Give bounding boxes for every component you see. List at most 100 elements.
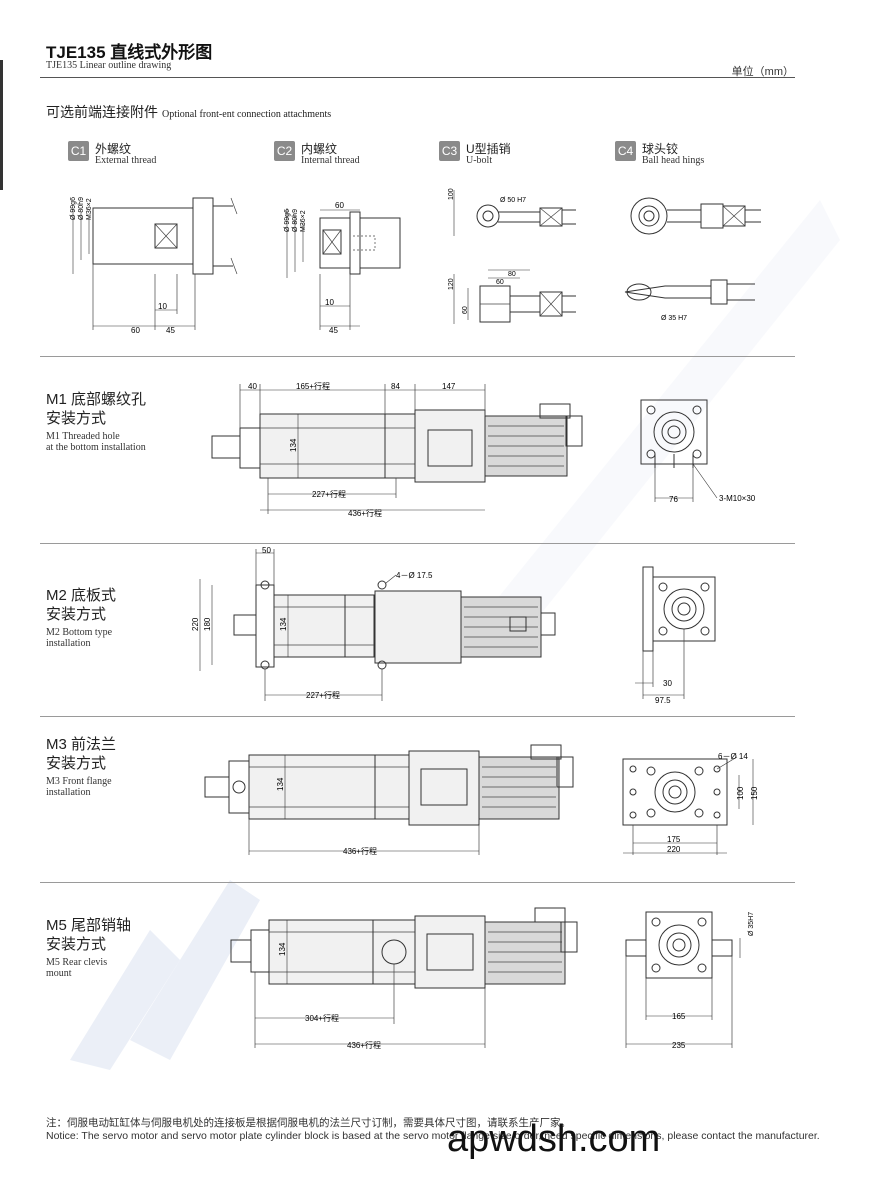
c3-dim-120: 120 xyxy=(448,278,455,290)
c1-dia2: Ø 80h9 xyxy=(78,197,85,220)
m1-dim-227: 227+行程 xyxy=(312,489,346,499)
note-cn: 注：伺服电动缸缸体与伺服电机处的连接板是根据伺服电机的法兰尺寸订制，需要具体尺寸… xyxy=(46,1117,571,1129)
m1-subtitle-line2: at the bottom installation xyxy=(46,442,146,453)
c3-eye xyxy=(476,204,500,228)
m3-title: M3 前法兰 安装方式 xyxy=(46,735,116,773)
m3-title-line1: M3 前法兰 xyxy=(46,736,117,753)
m5-title: M5 尾部销轴 安装方式 xyxy=(46,916,131,954)
c3-dim-100: 100 xyxy=(448,188,455,200)
c2-dim-45: 45 xyxy=(329,326,338,335)
m5-pin-left xyxy=(625,939,647,957)
m3-dim-150: 150 xyxy=(750,786,759,800)
c3-hole: Ø 50 H7 xyxy=(500,197,526,204)
c1-name-cn: 外螺纹 xyxy=(95,142,132,156)
m3-plate xyxy=(408,750,480,826)
site-watermark: apwdsh.com xyxy=(447,1118,661,1160)
c1-nut xyxy=(154,223,178,249)
m5-dim-235: 235 xyxy=(672,1041,686,1050)
c4-name-cn: 球头铰 xyxy=(642,142,679,156)
m2-rod xyxy=(233,614,257,636)
c3-dim-80: 80 xyxy=(508,271,516,278)
m1-subtitle: M1 Threaded hole at the bottom installat… xyxy=(46,431,146,453)
m1-title: M1 底部螺纹孔 安装方式 xyxy=(46,390,146,428)
m5-subtitle-line2: mount xyxy=(46,968,72,979)
c1-flange xyxy=(192,197,214,275)
attachment-c4: C4 球头铰 Ball head hings xyxy=(615,141,704,166)
m2-subtitle: M2 Bottom type installation xyxy=(46,627,112,649)
c2-dim-10: 10 xyxy=(325,298,334,307)
m1-title-line2: 安装方式 xyxy=(46,410,107,427)
m2-dim-50: 50 xyxy=(262,546,271,555)
m3-dim-220: 220 xyxy=(667,845,681,854)
c2-name-en: Internal thread xyxy=(301,155,360,166)
m1-dim-134: 134 xyxy=(289,438,298,452)
m5-title-line1: M5 尾部销轴 xyxy=(46,917,132,934)
m3-cylinder xyxy=(248,754,410,820)
attachments-heading-cn: 可选前端连接附件 xyxy=(46,104,158,120)
page-title: TJE135 直线式外形图 xyxy=(46,43,213,62)
m5-end-flange xyxy=(645,911,713,979)
m3-dim-436: 436+行程 xyxy=(343,846,377,856)
m3-dim-175: 175 xyxy=(667,835,681,844)
c4-drawing: Ø 35 H7 xyxy=(624,197,761,322)
attachment-c1: C1 外螺纹 External thread xyxy=(68,141,156,166)
m1-dim-40: 40 xyxy=(248,382,257,391)
c1-name-en: External thread xyxy=(95,155,157,166)
m5-end-view: Ø 35H7 165 235 xyxy=(625,911,755,1050)
c2-dia1: Ø 99g6 xyxy=(284,209,291,232)
m1-dim-76: 76 xyxy=(669,495,678,504)
c1-thread: M36×2 xyxy=(86,198,93,220)
m5-cylinder xyxy=(268,919,416,985)
m1-connector xyxy=(539,403,571,419)
attachment-c2: C2 内螺纹 Internal thread xyxy=(274,141,360,166)
m2-dim-220: 220 xyxy=(191,617,200,631)
m5-subtitle-line1: M5 Rear clevis xyxy=(46,957,108,968)
m2-title: M2 底板式 安装方式 xyxy=(46,586,116,624)
m2-end-view: 30 97.5 xyxy=(635,566,716,705)
m1-thread-note: 3-M10×30 xyxy=(719,494,756,503)
m2-base-plate xyxy=(642,566,654,652)
m5-dim-304: 304+行程 xyxy=(305,1013,339,1023)
c3-name-cn: U型插销 xyxy=(466,142,511,156)
m2-drawing: 50 4－Ø 17.5 220 180 134 227+行程 xyxy=(191,546,556,701)
m1-dim-436: 436+行程 xyxy=(348,508,382,518)
m2-subtitle-line1: M2 Bottom type xyxy=(46,627,113,638)
c3-dim-60h: 60 xyxy=(462,306,469,314)
badge-c4: C4 xyxy=(615,141,636,161)
m3-title-line2: 安装方式 xyxy=(46,755,107,772)
m3-rod xyxy=(204,776,230,798)
m2-dim-134: 134 xyxy=(279,617,288,631)
note-en: Notice: The servo motor and servo motor … xyxy=(46,1130,820,1142)
m2-title-line1: M2 底板式 xyxy=(46,587,117,604)
c2-nut xyxy=(322,229,342,255)
m3-end-flange xyxy=(622,758,728,826)
header-rule xyxy=(40,77,795,78)
c2-drawing: Ø 99g6 Ø 80h9 M36×2 60 10 45 xyxy=(284,201,401,335)
m5-rod xyxy=(230,939,252,963)
left-edge-bar xyxy=(0,60,3,190)
m2-front-plate xyxy=(255,584,275,668)
m2-dim-30: 30 xyxy=(663,679,672,688)
m5-subtitle: M5 Rear clevis mount xyxy=(46,957,107,979)
c2-dim-60: 60 xyxy=(335,201,344,210)
m1-dim-147: 147 xyxy=(442,382,456,391)
separator-2 xyxy=(40,543,795,544)
separator-1 xyxy=(40,356,795,357)
c2-dia2: Ø 80h9 xyxy=(292,209,299,232)
m1-subtitle-line1: M1 Threaded hole xyxy=(46,431,120,442)
m5-dim-134: 134 xyxy=(278,942,287,956)
m3-end-view: 6－Ø 14 100 150 175 220 xyxy=(622,752,759,855)
c1-rod xyxy=(92,207,194,265)
c1-dia1: Ø 99g6 xyxy=(70,197,77,220)
c3-name-en: U-bolt xyxy=(466,155,493,166)
unit-label: 单位（mm） xyxy=(731,66,794,78)
m3-connector xyxy=(530,744,562,760)
m1-dim-84: 84 xyxy=(391,382,400,391)
badge-c2: C2 xyxy=(274,141,295,161)
m5-title-line2: 安装方式 xyxy=(46,936,107,953)
c3-drawing: 100 Ø 50 H7 80 60 120 60 xyxy=(448,188,576,324)
m3-motor xyxy=(478,756,560,820)
m3-drawing: 134 436+行程 xyxy=(204,744,574,856)
m3-subtitle: M3 Front flange installation xyxy=(46,776,112,798)
